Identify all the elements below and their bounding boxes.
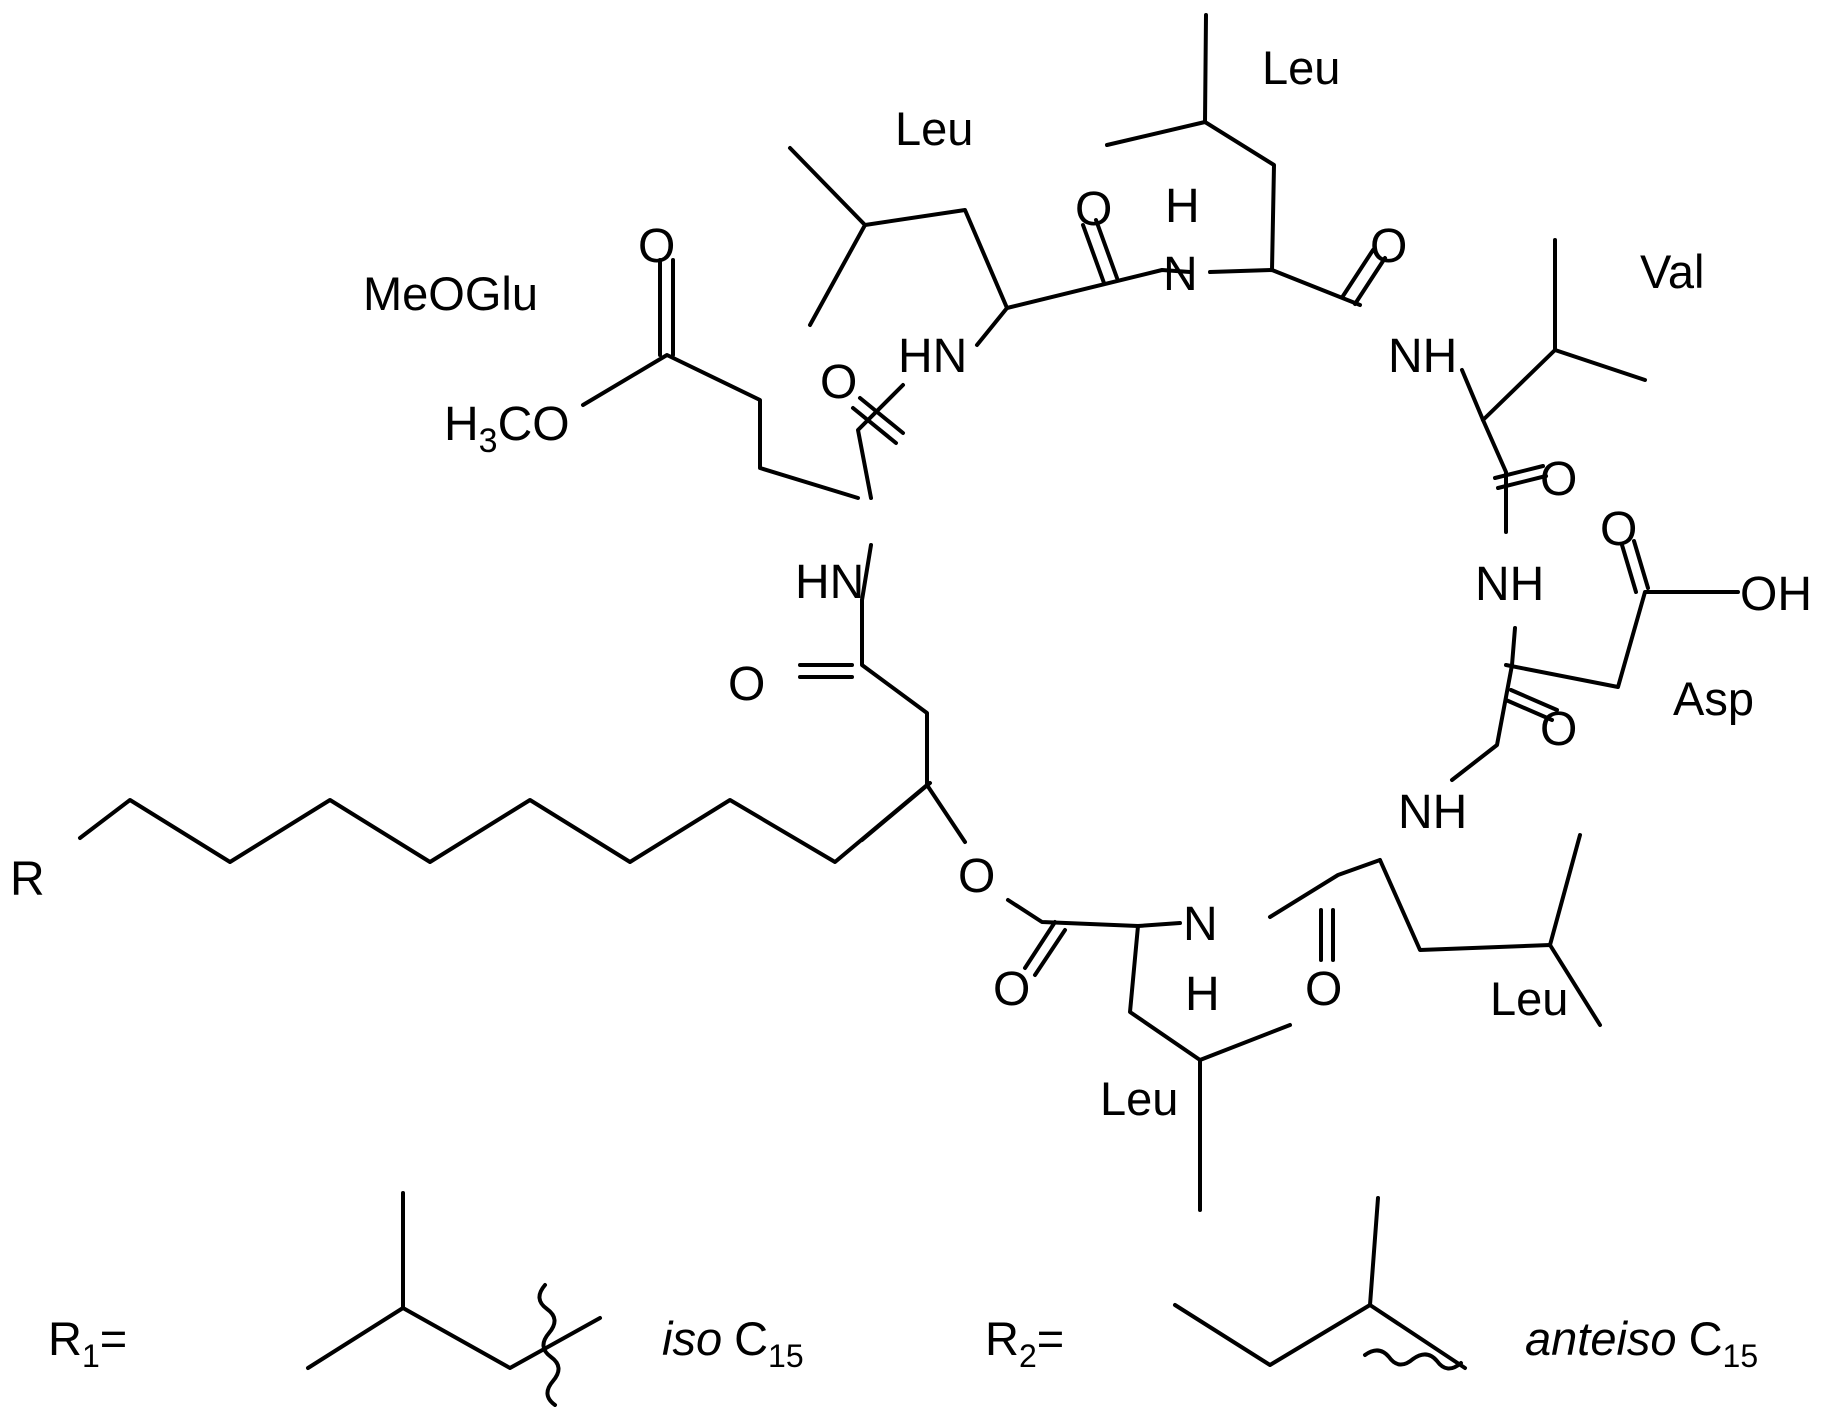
atom-n-bottom: N xyxy=(1183,898,1218,951)
r1-wavy-bond-icon xyxy=(537,1283,561,1407)
r1-structure xyxy=(306,1191,602,1407)
atom-o-5: O xyxy=(1305,963,1342,1016)
carbonyl-bonds xyxy=(798,218,1559,977)
residue-label-asp: Asp xyxy=(1673,672,1754,725)
r2-structure xyxy=(1173,1196,1467,1371)
atom-o-ester: O xyxy=(958,850,995,903)
side-chain-bonds xyxy=(78,13,1740,1212)
atom-o-asp: O xyxy=(1600,503,1637,556)
atom-oh-asp: OH xyxy=(1740,568,1812,621)
atom-o-4: O xyxy=(1540,703,1577,756)
residue-label-leu-bottom: Leu xyxy=(1100,1072,1178,1125)
atom-hn-glu: HN xyxy=(795,556,864,609)
r1-label: R1= xyxy=(48,1312,127,1374)
atom-o-8: O xyxy=(728,658,765,711)
atom-n-top: N xyxy=(1163,248,1198,301)
residue-label-leu-right: Leu xyxy=(1490,972,1568,1025)
atom-h-top: H xyxy=(1165,180,1200,233)
residue-label-meoglu: MeOGlu xyxy=(363,267,538,320)
atom-o-1: O xyxy=(1075,183,1112,236)
macrocycle-bonds xyxy=(856,268,1517,928)
atom-h3co: H3CO xyxy=(444,398,570,460)
residue-label-leu-left: Leu xyxy=(895,102,973,155)
residue-label-leu-top: Leu xyxy=(1262,41,1340,94)
atom-o-3: O xyxy=(1540,453,1577,506)
atom-labels: H N O O NH O NH O NH O N H O O HN O HN O… xyxy=(10,180,1812,1021)
r2-label: R2= xyxy=(985,1312,1064,1374)
atom-nh-leu3: NH xyxy=(1398,786,1467,839)
atom-o-6: O xyxy=(993,963,1030,1016)
atom-hn-leu1: HN xyxy=(898,330,967,383)
atom-o-7: O xyxy=(820,356,857,409)
residue-labels: Leu Leu Val MeOGlu Asp Leu Leu xyxy=(363,41,1754,1125)
residue-label-val: Val xyxy=(1640,245,1704,298)
atom-h-bottom: H xyxy=(1185,968,1220,1021)
atom-nh-val: NH xyxy=(1388,330,1457,383)
r2-wavy-bond-icon xyxy=(1363,1348,1463,1371)
atom-nh-asp: NH xyxy=(1475,558,1544,611)
atom-o-2: O xyxy=(1370,220,1407,273)
atom-r: R xyxy=(10,853,45,906)
atom-o-glu: O xyxy=(638,220,675,273)
